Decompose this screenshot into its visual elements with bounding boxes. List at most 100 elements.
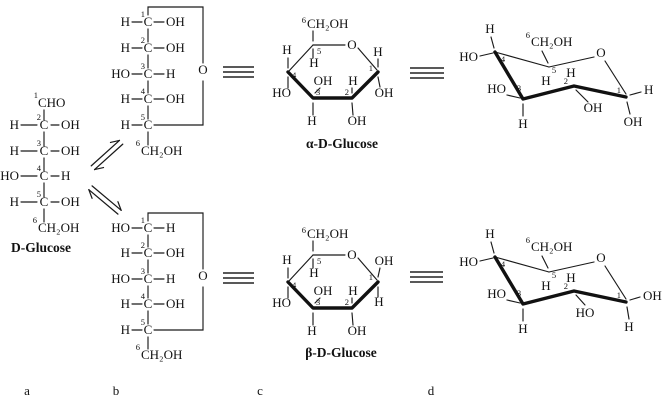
atom-label: C <box>40 143 49 158</box>
atom-label: H <box>644 82 653 97</box>
arrow-head <box>88 189 93 199</box>
panel-letter-d: d <box>428 383 435 398</box>
atom-label: C <box>144 296 153 311</box>
atom-label: CH₂OH <box>307 16 348 31</box>
panel-letter-a: a <box>24 383 30 398</box>
atom-label: CH₂OH <box>531 34 572 49</box>
atom-label: OH <box>584 100 603 115</box>
atom-label: H <box>518 116 527 131</box>
atom-label: H <box>307 113 316 128</box>
atom-label: HO <box>272 295 291 310</box>
arrow-head <box>117 201 122 211</box>
atom-label: H <box>309 55 318 70</box>
atom-label: HO <box>576 305 595 320</box>
atom-label: HO <box>459 49 478 64</box>
carbon-number: 1 <box>617 290 621 300</box>
atom-label: H <box>10 194 19 209</box>
equivalence-symbol <box>410 271 443 283</box>
carbon-number: 6 <box>136 342 140 352</box>
atom-label: H <box>121 14 130 29</box>
open-chain-fischer: 1 CHO 2 H C OH 3 H C OH 4 HO C H 5 H C O… <box>0 90 80 255</box>
bond <box>479 52 494 57</box>
panel-letter-c: c <box>257 383 263 398</box>
bond <box>506 94 521 99</box>
carbon-number: 6 <box>33 215 37 225</box>
atom-label: H <box>485 226 494 241</box>
atom-label: HO <box>111 220 130 235</box>
ring-bond <box>153 80 204 126</box>
ring-bond <box>604 265 627 300</box>
carbon-number: 1 <box>141 9 145 19</box>
ring-bond <box>147 6 204 64</box>
atom-label: OH <box>643 288 662 303</box>
atom-label: CH₂OH <box>141 347 182 362</box>
carbon-number: 3 <box>316 297 320 307</box>
atom-label: HO <box>0 168 19 183</box>
arrow-line <box>88 189 119 215</box>
atom-label: CHO <box>38 95 65 110</box>
atom-label: C <box>144 220 153 235</box>
atom-label: C <box>144 271 153 286</box>
bond <box>351 312 354 326</box>
structure-caption: α-D-Glucose <box>306 136 378 151</box>
atom-label: C <box>144 322 153 337</box>
atom-label: C <box>40 194 49 209</box>
ring-bond <box>548 261 595 273</box>
atom-label: H <box>121 91 130 106</box>
atom-label: H <box>518 321 527 336</box>
arrow-line <box>93 143 124 171</box>
panel-letter-b: b <box>113 383 120 398</box>
atom-label: CH₂OH <box>38 220 79 235</box>
carbon-number: 5 <box>317 256 321 266</box>
carbon-number: 3 <box>517 288 521 298</box>
bond <box>575 294 586 306</box>
carbon-number: 1 <box>34 90 38 100</box>
atom-label: CH₂OH <box>307 226 348 241</box>
atom-label: H <box>61 168 70 183</box>
atom-label: OH <box>375 253 394 268</box>
atom-label: C <box>40 168 49 183</box>
atom-label: C <box>144 245 153 260</box>
bond <box>541 255 549 269</box>
carbon-number: 6 <box>526 30 530 40</box>
atom-label: CH₂OH <box>531 239 572 254</box>
ring-bond-bold <box>493 50 628 101</box>
carbon-number: 6 <box>302 225 306 235</box>
atom-label: OH <box>314 73 333 88</box>
structure-caption: D-Glucose <box>11 240 71 255</box>
bond <box>490 36 495 49</box>
atom-label: HO <box>487 286 506 301</box>
carbon-number: 2 <box>345 87 349 97</box>
ring-bond <box>147 212 204 270</box>
atom-label: CH₂OH <box>141 143 182 158</box>
carbon-number: 5 <box>141 317 145 327</box>
carbon-number: 3 <box>141 266 145 276</box>
atom-label: OH <box>166 91 185 106</box>
atom-label: OH <box>61 194 80 209</box>
ring-bond <box>287 44 314 73</box>
arrow-line <box>91 185 122 211</box>
equilibrium-arrow-up-icon <box>90 139 124 171</box>
structure-caption: β-D-Glucose <box>305 345 377 360</box>
atom-label: OH <box>166 245 185 260</box>
atom-label: H <box>309 265 318 280</box>
atom-label: H <box>282 42 291 57</box>
atom-label: H <box>541 73 550 88</box>
atom-label: OH <box>624 114 643 129</box>
carbon-number: 2 <box>141 240 145 250</box>
carbon-number: 6 <box>302 15 306 25</box>
panel-letter-row: a b c d <box>24 383 435 398</box>
ring-bond-bold <box>286 70 380 100</box>
carbon-number: 3 <box>316 87 320 97</box>
atom-label: H <box>566 270 575 285</box>
carbon-number: 1 <box>369 63 373 73</box>
atom-label: H <box>121 296 130 311</box>
atom-label: H <box>10 117 19 132</box>
bond <box>541 50 549 64</box>
carbon-number: 6 <box>136 138 140 148</box>
carbon-number: 1 <box>369 272 373 282</box>
haworth-alpha: 6 CH₂OH O 5 H 4 H HO 3 OH H 2 H OH 1 H O… <box>272 15 393 151</box>
atom-label: OH <box>61 117 80 132</box>
bond <box>629 91 642 96</box>
